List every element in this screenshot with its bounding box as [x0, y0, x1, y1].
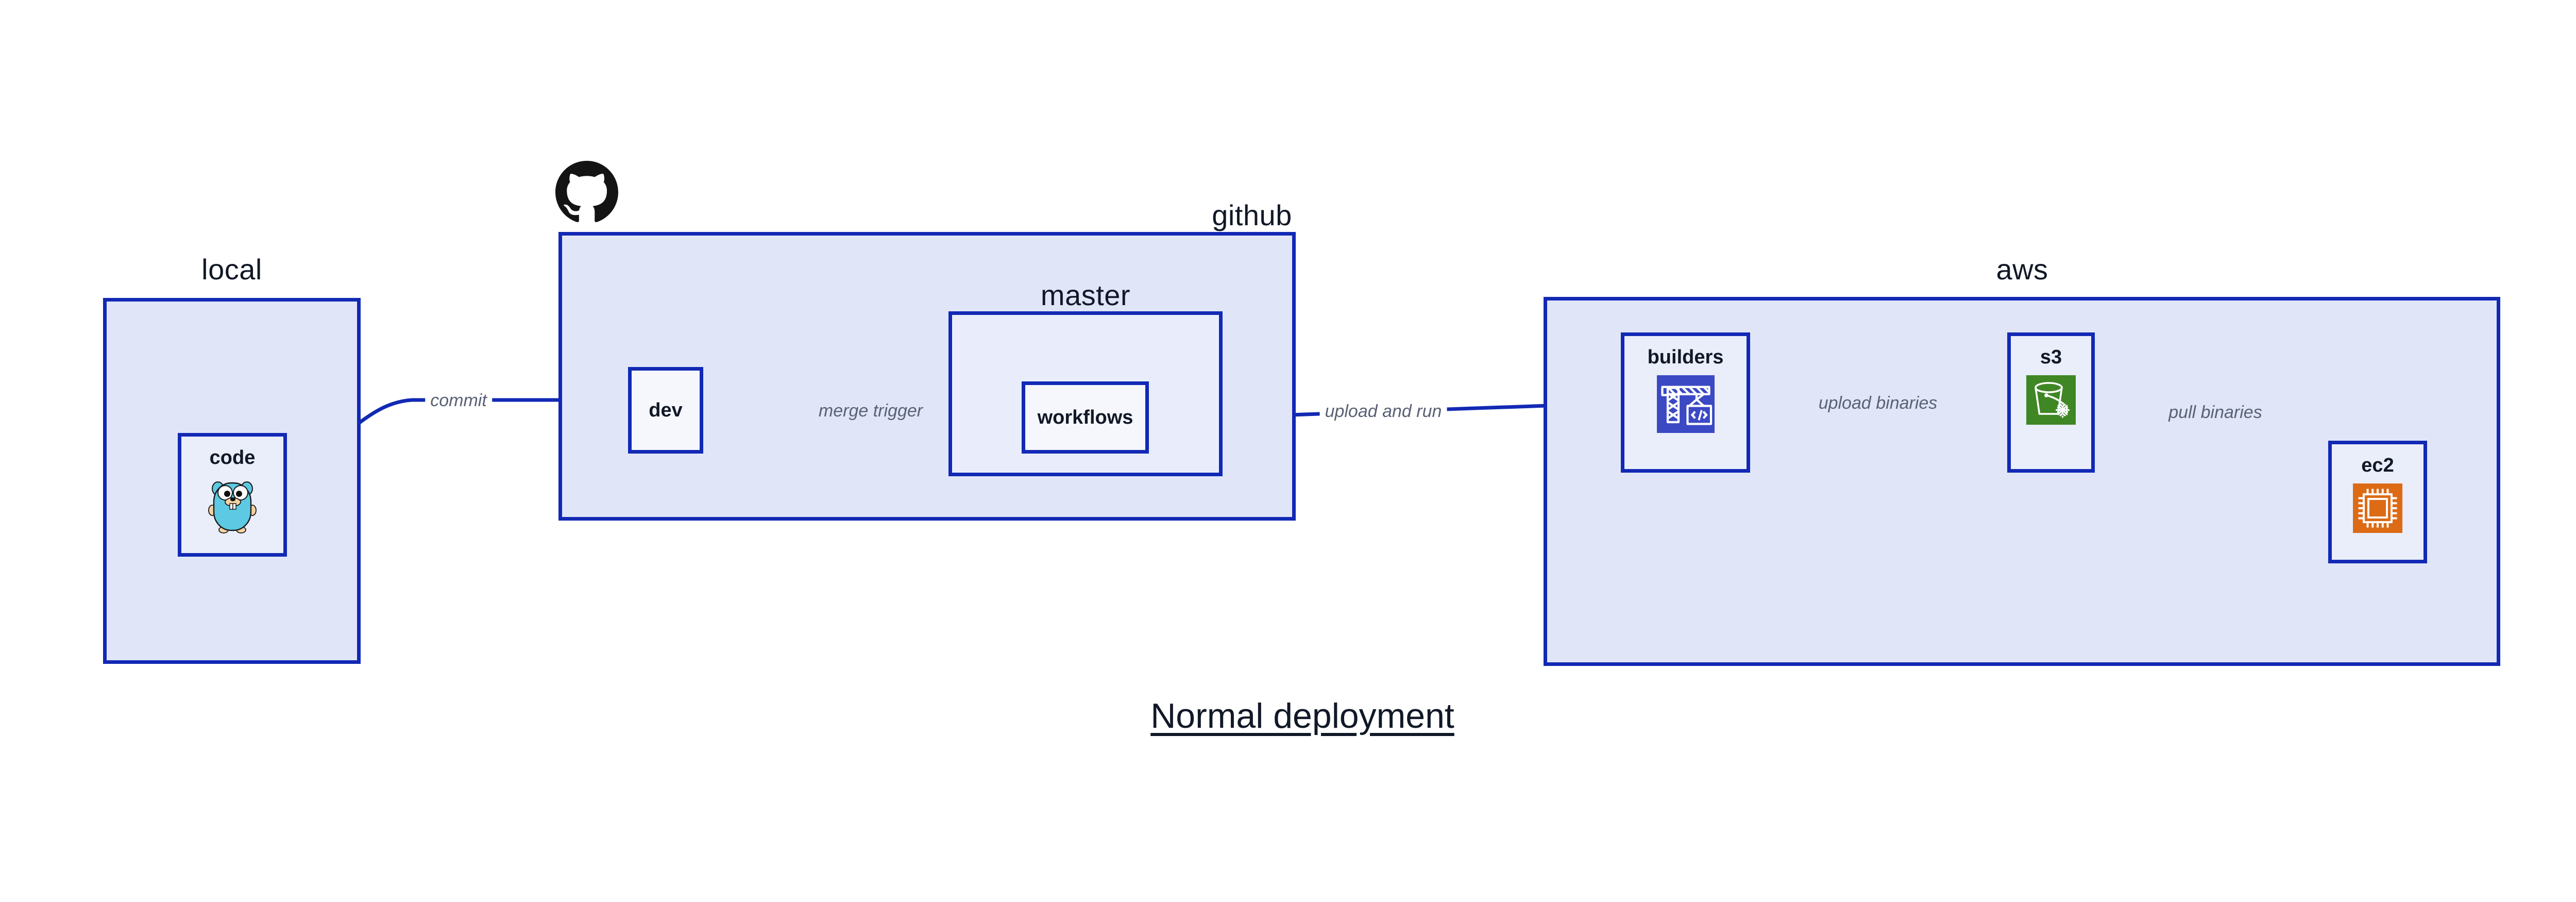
edge-label-merge-trigger: merge trigger — [813, 402, 928, 420]
aws-s3-bucket-icon — [2026, 375, 2076, 427]
group-local-label: local — [201, 253, 262, 286]
group-aws-label: aws — [1996, 253, 2048, 286]
node-s3-label: s3 — [2040, 346, 2062, 368]
node-workflows[interactable]: workflows — [1022, 381, 1149, 454]
node-workflows-label: workflows — [1037, 407, 1133, 428]
github-octocat-icon — [555, 161, 618, 224]
node-ec2[interactable]: ec2 — [2328, 441, 2427, 563]
node-builders-label: builders — [1647, 346, 1724, 368]
edge-label-commit: commit — [425, 392, 492, 409]
edge-label-upload-binaries: upload binaries — [1813, 394, 1943, 412]
node-s3[interactable]: s3 — [2007, 332, 2095, 473]
node-builders[interactable]: builders — [1621, 332, 1750, 473]
edge-label-upload-and-run: upload and run — [1319, 403, 1447, 420]
edge-label-pull-binaries: pull binaries — [2163, 404, 2267, 421]
node-code[interactable]: code — [178, 433, 287, 557]
node-code-label: code — [209, 447, 256, 469]
node-ec2-label: ec2 — [2361, 455, 2394, 476]
node-dev-label: dev — [649, 399, 683, 421]
group-master-label: master — [1040, 279, 1131, 311]
page-title: Normal deployment — [1150, 696, 1454, 736]
group-github-label: github — [1212, 199, 1292, 231]
node-dev[interactable]: dev — [628, 367, 703, 454]
go-gopher-icon — [208, 476, 257, 536]
aws-ec2-chip-icon — [2353, 483, 2402, 536]
aws-builders-crane-icon — [1656, 375, 1715, 436]
